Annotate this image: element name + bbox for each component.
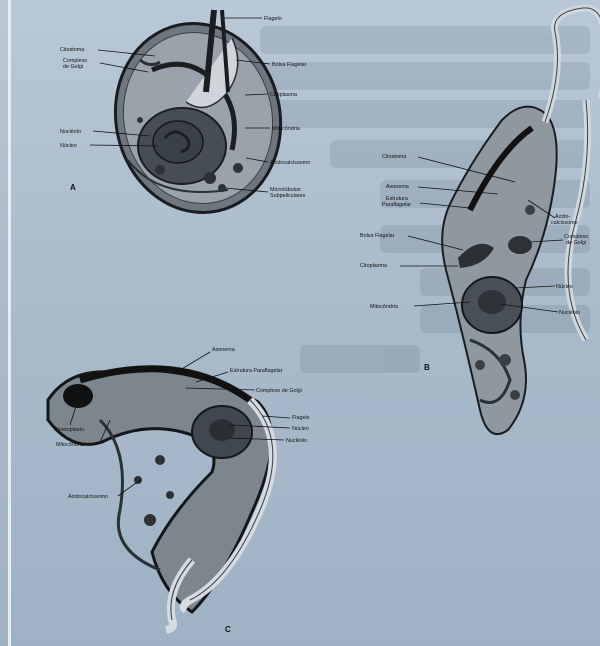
- panel-c-letter: C: [225, 625, 231, 634]
- label-c-cinetoplasto: Cinetoplasto: [54, 427, 84, 433]
- label-b-citoplasma: Citoplasma: [360, 263, 387, 269]
- label-b-axonema: Axonema: [386, 184, 409, 190]
- label-c-flagelo: Flagelo: [292, 415, 310, 421]
- label-c-nucleolo: Nucléolo: [286, 438, 307, 444]
- panel-a-cell: [98, 8, 298, 228]
- panel-a-letter: A: [70, 183, 76, 192]
- label-b-mitocondria: Mitocôndria: [370, 304, 398, 310]
- label-bolsa-flagelar: Bolsa Flagelar: [272, 62, 307, 68]
- label-c-mitocondria: Mitocôndria: [56, 442, 84, 448]
- label-flagelo: Flagelo: [264, 16, 282, 22]
- label-b-complexo-2: de Golgi: [566, 240, 586, 246]
- label-c-nucleo: Núcleo: [292, 426, 309, 432]
- label-acidocalcissomo: Acidocalcissomo: [270, 160, 310, 166]
- label-b-nucleo: Núcleo: [556, 284, 573, 290]
- label-b-estrutura-2: Paraflagelar: [382, 202, 411, 208]
- label-complexo-golgi-2: de Golgi: [63, 64, 83, 70]
- label-b-bolsa-flagelar: Bolsa Flagelar: [360, 233, 395, 239]
- label-b-acido-1: Ácido-: [555, 213, 570, 220]
- label-b-citostoma: Citostoma: [382, 154, 406, 160]
- label-c-estrutura-paraflagelar: Estrutura Paraflagelar: [230, 368, 283, 374]
- label-citoplasma: Citoplasma: [270, 92, 297, 98]
- label-b-nucleolo: Nucléolo: [559, 310, 580, 316]
- label-nucleolo: Nucléolo: [60, 129, 81, 135]
- label-b-acido-2: calcissomo: [551, 220, 578, 226]
- label-nucleo: Núcleo: [60, 143, 77, 149]
- label-microtubulos-2: Subpeliculares: [270, 193, 306, 199]
- label-mitocondria: Mitocôndria: [272, 126, 300, 132]
- label-citostoma: Citostoma: [60, 47, 84, 53]
- panel-b-letter: B: [424, 363, 430, 372]
- label-c-complexo-golgi: Complexo de Golgi: [256, 388, 302, 394]
- label-c-acidocalcissomo: Acidocalcissomo: [68, 494, 108, 500]
- label-c-axonema: Axonema: [212, 347, 235, 353]
